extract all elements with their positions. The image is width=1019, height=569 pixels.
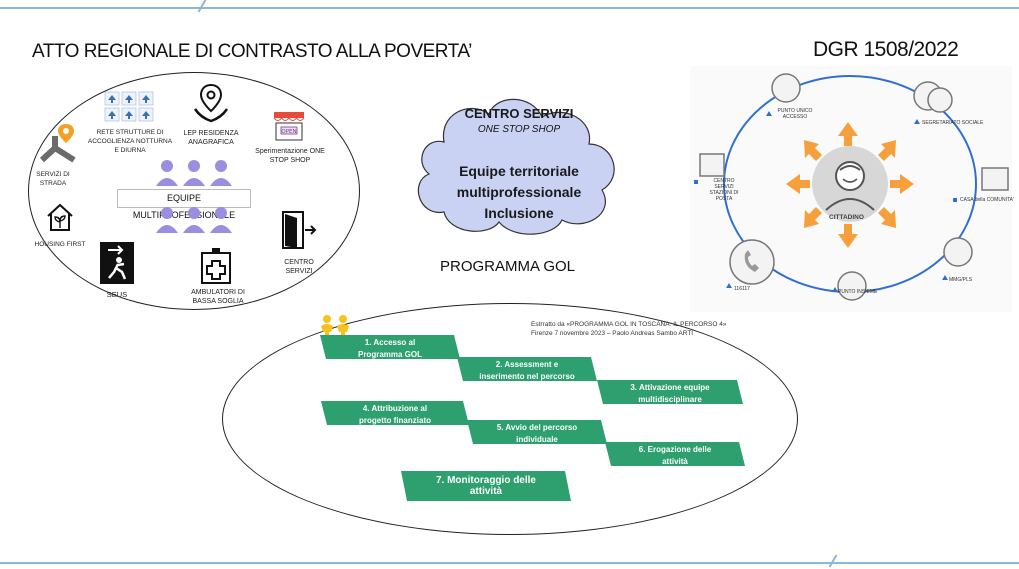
gol-step-6: 6. Erogazione delle attività xyxy=(605,442,745,466)
location-hand-icon xyxy=(192,81,230,125)
node-centro-servizi: CENTRO SERVIZI STAZIONI DI POSTA xyxy=(709,178,739,202)
gol-step-5-line2: individuale xyxy=(516,435,558,444)
people-pair-icon xyxy=(318,314,352,340)
door-exit-icon xyxy=(281,210,317,252)
service-label-centro: CENTRO SERVIZI xyxy=(284,259,314,275)
gol-step-4-line2: progetto finanziato xyxy=(359,416,431,425)
title-right: DGR 1508/2022 xyxy=(813,38,959,61)
gol-step-7-line2: attività xyxy=(469,486,503,497)
gol-step-5: 5. Avvio del percorso individuale xyxy=(467,420,607,444)
service-label-housing: HOUSING FIRST xyxy=(34,241,86,248)
top-divider xyxy=(0,7,1019,9)
gol-step-6-line1: 6. Erogazione delle xyxy=(638,445,712,454)
centro-servizi-cloud xyxy=(404,82,626,242)
gol-step-5-line1: 5. Avvio del percorso xyxy=(496,423,578,432)
gol-step-4: 4. Attribuzione al progetto finanziato xyxy=(321,401,469,425)
equipe-label: EQUIPE MULTIPROFESSIONALE xyxy=(117,189,251,220)
node-casa: CASA della COMUNITA' xyxy=(960,197,1014,203)
bottom-tick xyxy=(828,554,838,568)
gol-step-6-line2: attività xyxy=(662,457,688,466)
service-label-seus: SEUS xyxy=(106,290,128,299)
gol-step-3-line1: 3. Attivazione equipe xyxy=(630,383,710,392)
service-label-ambulatori: AMBULATORI DI BASSA SOGLIA xyxy=(191,289,245,305)
gol-title: PROGRAMMA GOL xyxy=(440,258,576,275)
svg-text:OPEN: OPEN xyxy=(281,129,296,135)
gol-step-7: 7. Monitoraggio delle attività xyxy=(401,471,571,501)
bottom-divider xyxy=(0,562,1019,564)
open-shop-icon: OPEN xyxy=(272,110,306,142)
node-pua: PUNTO UNICO ACCESSO xyxy=(777,108,813,120)
service-label-sperimentazione: Sperimentazione ONE STOP SHOP xyxy=(255,148,325,164)
cloud-line-1: CENTRO SERVIZI xyxy=(464,106,574,121)
title-left: ATTO REGIONALE DI CONTRASTO ALLA POVERTA… xyxy=(32,41,472,62)
gol-step-3: 3. Attivazione equipe multidisciplinare xyxy=(597,380,743,404)
gol-step-7-line1: 7. Monitoraggio delle xyxy=(435,475,536,486)
gol-step-4-line1: 4. Attribuzione al xyxy=(362,404,428,413)
cittadino-network xyxy=(690,66,1012,312)
medical-cross-icon xyxy=(200,247,232,285)
gol-source: Estrratto da «PROGRAMMA GOL IN TOSCANA: … xyxy=(531,321,727,337)
people-group-icon-top xyxy=(154,160,234,186)
services-ellipse xyxy=(28,72,360,310)
service-label-rete: RETE STRUTTURE DI ACCOGLIENZA NOTTURNA E… xyxy=(87,129,173,154)
arrows-grid-icon xyxy=(104,91,154,123)
cloud-line-4: multiprofessionale xyxy=(456,184,582,200)
emergency-exit-icon xyxy=(100,242,134,284)
service-label-strada: SERVIZI DI STRADA xyxy=(36,171,70,187)
road-pin-icon xyxy=(39,122,78,164)
gol-step-2: 2. Assessment e inserimento nel percorso xyxy=(457,357,597,381)
service-label-lep: LEP RESIDENZA ANAGRAFICA xyxy=(183,130,239,146)
house-plant-icon xyxy=(46,202,74,232)
gol-step-1-line1: 1. Accesso al xyxy=(364,338,416,347)
node-116117: 116117 xyxy=(734,286,750,292)
gol-step-1-line2: Programma GOL xyxy=(357,350,422,359)
node-mmg: MMG/PLS xyxy=(949,277,973,283)
cittadino-label: CITTADINO xyxy=(829,214,864,221)
cloud-line-5: Inclusione xyxy=(484,205,554,221)
cloud-line-3: Equipe territoriale xyxy=(459,163,579,179)
gol-step-2-line2: inserimento nel percorso xyxy=(479,372,575,381)
people-group-icon-bottom xyxy=(154,207,234,233)
gol-step-2-line1: 2. Assessment e xyxy=(495,360,559,369)
node-segretariato: SEGRETARIATO SOCIALE xyxy=(922,120,984,126)
gol-step-3-line2: multidisciplinare xyxy=(638,395,702,404)
cloud-line-2: ONE STOP SHOP xyxy=(477,124,561,135)
gol-ellipse xyxy=(222,303,798,535)
node-punto-insieme: PUNTO INSIEME xyxy=(838,289,878,295)
gol-step-1: 1. Accesso al Programma GOL xyxy=(320,335,460,359)
